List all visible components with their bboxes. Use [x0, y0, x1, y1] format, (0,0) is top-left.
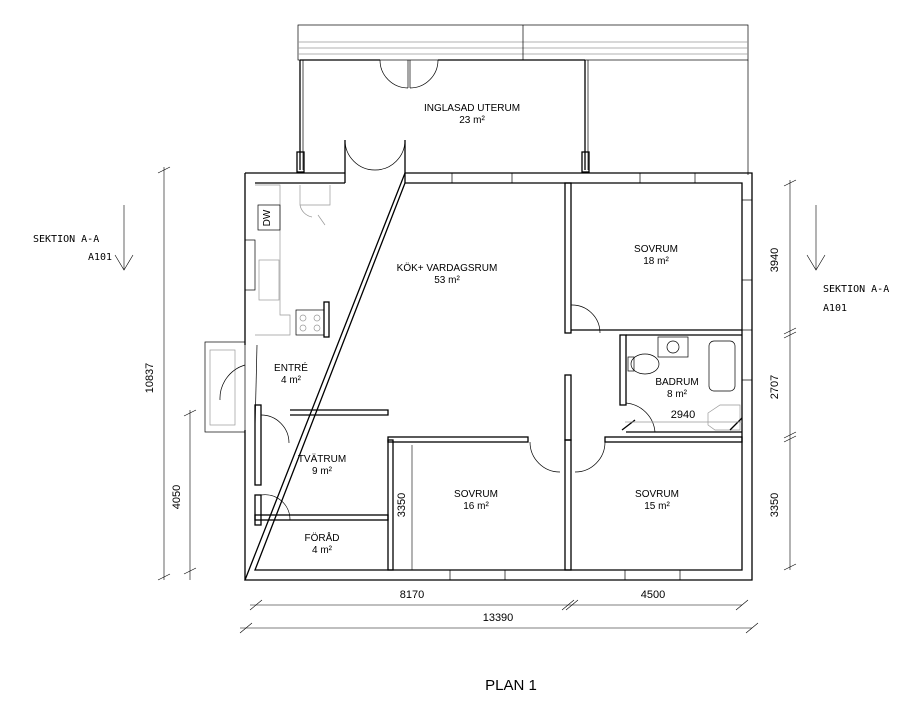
- kitchen: DW: [255, 184, 331, 338]
- dim-total-height: 10837: [144, 363, 156, 394]
- room-name: INGLASAD UTERUM: [424, 103, 520, 114]
- room-area: 9 m²: [312, 466, 333, 477]
- section-ref: A101: [823, 303, 847, 314]
- room-area: 15 m²: [644, 501, 670, 512]
- room-tvatrum: TVÄTRUM 9 m²: [298, 453, 346, 477]
- room-area: 8 m²: [667, 389, 688, 400]
- room-sovrum-3: SOVRUM 15 m²: [635, 489, 679, 512]
- room-area: 18 m²: [643, 256, 669, 267]
- room-name: SOVRUM: [635, 489, 679, 500]
- dimension-lines: [157, 166, 797, 634]
- dim-bottom-left: 8170: [400, 589, 424, 601]
- exterior-walls: [244, 139, 753, 581]
- section-label: SEKTION A-A: [823, 284, 889, 295]
- dim-left-lower: 4050: [171, 485, 183, 509]
- room-entre: ENTRÉ 4 m²: [274, 361, 308, 386]
- section-ref: A101: [88, 252, 112, 263]
- room-name: BADRUM: [655, 377, 698, 388]
- dim-right-bottom: 3350: [769, 493, 781, 517]
- room-name: KÖK+ VARDAGSRUM: [397, 262, 498, 274]
- uterum-walls: [296, 59, 749, 175]
- interior-walls: [254, 182, 743, 571]
- dim-total-width: 13390: [483, 612, 514, 624]
- dim-bottom-right: 4500: [641, 589, 665, 601]
- dim-bath-2940: 2940: [671, 409, 695, 421]
- section-arrow-icon: [114, 254, 134, 271]
- room-name: SOVRUM: [454, 489, 498, 500]
- room-name: ENTRÉ: [274, 361, 308, 374]
- dim-right-top: 3940: [769, 248, 781, 272]
- room-name: FÖRÅD: [305, 531, 340, 544]
- section-label: SEKTION A-A: [33, 234, 99, 245]
- room-name: TVÄTRUM: [298, 453, 346, 465]
- veranda-roof: [297, 24, 749, 61]
- dim-inner-3350: 3350: [396, 493, 408, 517]
- room-area: 23 m²: [459, 115, 485, 126]
- entrance-porch: [204, 341, 246, 433]
- room-sovrum-2: SOVRUM 16 m²: [454, 489, 498, 512]
- room-area: 4 m²: [312, 545, 333, 556]
- section-arrow-icon: [806, 254, 826, 271]
- room-forrad: FÖRÅD 4 m²: [305, 531, 340, 556]
- room-kok: KÖK+ VARDAGSRUM 53 m²: [397, 262, 498, 286]
- dishwasher-label: DW: [262, 209, 273, 226]
- section-marker-left: SEKTION A-A A101: [33, 205, 134, 271]
- room-area: 4 m²: [281, 375, 302, 386]
- plan-title: PLAN 1: [485, 677, 537, 694]
- room-badrum: BADRUM 8 m²: [655, 377, 698, 400]
- section-marker-right: SEKTION A-A A101: [806, 205, 889, 314]
- room-name: SOVRUM: [634, 244, 678, 255]
- room-area: 16 m²: [463, 501, 489, 512]
- room-area: 53 m²: [434, 275, 460, 286]
- room-uterum: INGLASAD UTERUM 23 m²: [424, 103, 520, 126]
- dim-right-mid: 2707: [769, 375, 781, 399]
- room-sovrum-1: SOVRUM 18 m²: [634, 244, 678, 267]
